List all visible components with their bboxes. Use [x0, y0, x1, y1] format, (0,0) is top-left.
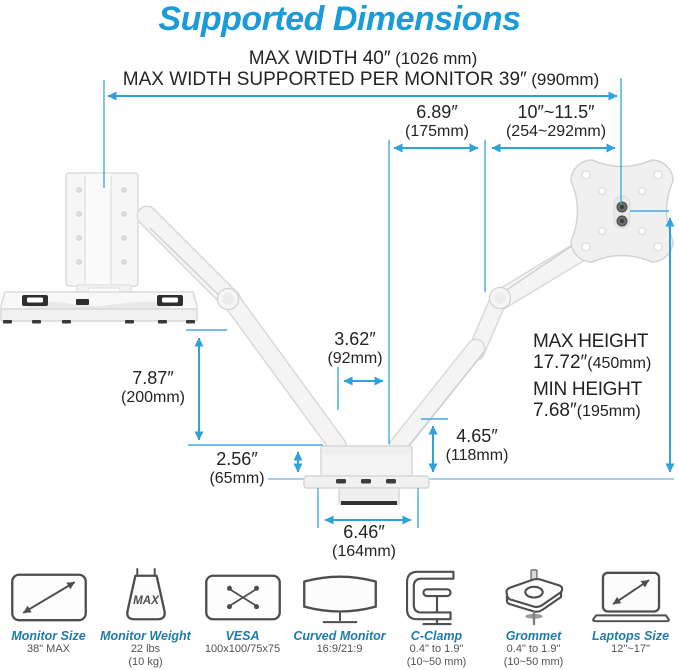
usb-port	[336, 479, 346, 484]
usb-port	[386, 479, 396, 484]
keyboard-tray-mount	[65, 172, 139, 298]
monitor-size-icon	[10, 573, 87, 622]
dimension-lines	[103, 78, 675, 528]
tray-drop-dimension: 7.87″ (200mm)	[120, 368, 186, 406]
laptop-size-icon	[591, 571, 670, 623]
base-width-dimension: 6.46″ (164mm)	[331, 522, 397, 560]
usb-port	[361, 479, 371, 484]
spec-icon-row: Monitor Size 38" MAX MAX Monitor Weight …	[0, 568, 679, 669]
monitor-weight-icon: MAX	[125, 568, 166, 621]
spec-grommet: Grommet 0.4" to 1.9" (10~50 mm)	[485, 568, 582, 669]
desk-clamp-base	[303, 445, 430, 505]
vesa-reach-dimension: 10″~11.5″ (254~292mm)	[505, 102, 607, 140]
max-width-dimension: MAX WIDTH 40″ (1026 mm)	[248, 48, 478, 69]
per-monitor-width-dimension: MAX WIDTH SUPPORTED PER MONITOR 39″ (990…	[122, 69, 600, 90]
spec-c-clamp: C-Clamp 0.4" to 1.9" (10~50 mm)	[388, 568, 485, 669]
weight-max-text: MAX	[133, 594, 160, 607]
spec-curved-monitor: Curved Monitor 16:9/21:9	[291, 568, 388, 669]
min-height-dimension: MIN HEIGHT 7.68″(195mm)	[533, 379, 642, 422]
riser-height-dimension: 2.56″ (65mm)	[209, 449, 265, 487]
grommet-icon	[504, 569, 563, 626]
vesa-pattern-icon	[204, 574, 281, 621]
keyboard-tray	[0, 291, 198, 324]
arm-base-gap-dimension: 3.62″ (92mm)	[327, 329, 383, 367]
spec-laptops-size: Laptops Size 12"~17"	[582, 568, 679, 669]
page-title: Supported Dimensions	[158, 0, 521, 38]
spec-monitor-size: Monitor Size 38" MAX	[0, 568, 97, 669]
spec-monitor-weight: MAX Monitor Weight 22 lbs (10 kg)	[97, 568, 194, 669]
arm-extension-dimension: 6.89″ (175mm)	[404, 102, 470, 140]
curved-monitor-icon	[302, 575, 377, 624]
spec-vesa: VESA 100x100/75x75	[194, 568, 291, 669]
right-gas-spring-arm	[388, 226, 615, 456]
min-arm-height-dimension: 4.65″ (118mm)	[445, 426, 509, 464]
left-gas-spring-arm	[136, 205, 347, 455]
c-clamp-icon	[405, 570, 454, 626]
vesa-plate	[570, 159, 674, 263]
max-height-dimension: MAX HEIGHT 17.72″(450mm)	[533, 331, 652, 374]
